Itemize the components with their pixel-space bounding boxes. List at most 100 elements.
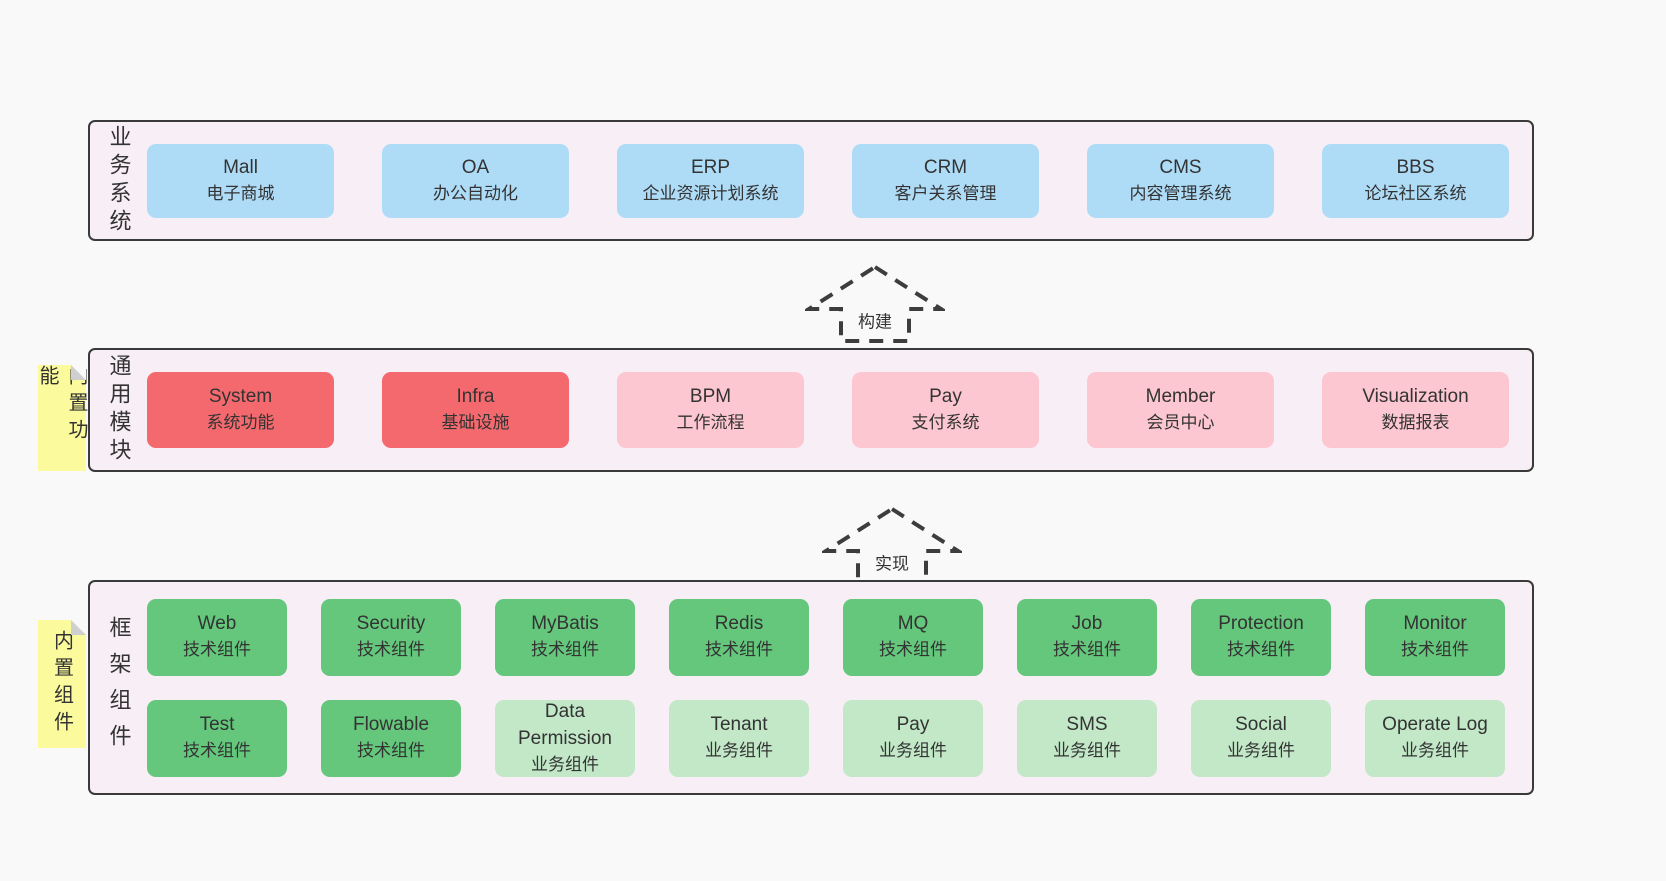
box-web: Web 技术组件 (147, 598, 287, 676)
component-row-2: Test 技术组件 Flowable 技术组件 Data Permission … (147, 699, 1505, 777)
band-common-modules-label: 通用模块 (106, 354, 132, 466)
box-monitor: Monitor 技术组件 (1365, 598, 1505, 676)
box-subtitle: 技术组件 (1227, 640, 1295, 660)
box-title: System (208, 386, 273, 408)
box-test: Test 技术组件 (147, 699, 287, 777)
box-title: OA (461, 156, 490, 178)
box-mybatis: MyBatis 技术组件 (495, 598, 635, 676)
box-title: Web (197, 613, 237, 635)
box-title: Security (356, 613, 426, 635)
box-subtitle: 办公自动化 (433, 183, 518, 203)
box-subtitle: 业务组件 (1053, 741, 1121, 761)
sticky-note-label: 内置功能 (36, 365, 87, 446)
box-system: System 系统功能 (147, 372, 334, 448)
box-subtitle: 技术组件 (183, 640, 251, 660)
box-title: Job (1071, 613, 1103, 635)
box-title: Tenant (710, 714, 768, 736)
box-title: Data Permission (518, 700, 612, 749)
box-title: Visualization (1362, 386, 1469, 408)
sticky-note-builtin-components: 内置组件 (38, 620, 86, 748)
box-subtitle: 电子商城 (206, 183, 275, 203)
box-title: Infra (456, 386, 495, 408)
box-title: Redis (714, 613, 764, 635)
band-business-systems-row: Mall 电子商城 OA 办公自动化 ERP 企业资源计划系统 CRM 客户关系… (147, 122, 1532, 239)
box-subtitle: 工作流程 (676, 413, 745, 433)
box-protection: Protection 技术组件 (1191, 598, 1331, 676)
band-framework-components: 框架组件 Web 技术组件 Security 技术组件 MyBatis 技术组件… (88, 580, 1534, 795)
band-framework-components-grid: Web 技术组件 Security 技术组件 MyBatis 技术组件 Redi… (147, 582, 1532, 793)
box-title: Operate Log (1382, 714, 1488, 736)
box-subtitle: 企业资源计划系统 (642, 183, 779, 203)
box-subtitle: 技术组件 (357, 640, 425, 660)
sticky-note-builtin-features: 内置功能 (36, 365, 87, 471)
box-subtitle: 会员中心 (1146, 413, 1215, 433)
dashed-up-arrow-icon (805, 264, 945, 343)
box-title: Test (199, 714, 235, 736)
sticky-note-label: 内置组件 (50, 630, 73, 738)
box-title: MyBatis (531, 613, 599, 635)
band-framework-components-label: 框架组件 (106, 615, 132, 760)
implement-arrow-label: 实现 (872, 548, 912, 576)
box-title: Social (1235, 714, 1287, 736)
box-subtitle: 技术组件 (705, 640, 773, 660)
box-subtitle: 技术组件 (879, 640, 947, 660)
box-subtitle: 业务组件 (1227, 741, 1295, 761)
box-title: Pay (896, 714, 930, 736)
box-member: Member 会员中心 (1087, 372, 1274, 448)
box-flowable: Flowable 技术组件 (321, 699, 461, 777)
box-data-permission: Data Permission 业务组件 (495, 699, 635, 777)
box-subtitle: 支付系统 (911, 413, 980, 433)
box-subtitle: 技术组件 (183, 741, 251, 761)
box-subtitle: 系统功能 (206, 413, 275, 433)
box-title: Monitor (1403, 613, 1467, 635)
box-subtitle: 客户关系管理 (894, 183, 997, 203)
box-title: Pay (929, 386, 962, 408)
box-subtitle: 业务组件 (531, 754, 599, 774)
box-oa: OA 办公自动化 (382, 143, 569, 218)
implement-arrow: 实现 (822, 505, 962, 585)
box-pay-component: Pay 业务组件 (843, 699, 983, 777)
box-title: SMS (1066, 714, 1108, 736)
box-sms: SMS 业务组件 (1017, 699, 1157, 777)
box-bpm: BPM 工作流程 (617, 372, 804, 448)
box-social: Social 业务组件 (1191, 699, 1331, 777)
box-erp: ERP 企业资源计划系统 (617, 143, 804, 218)
box-subtitle: 业务组件 (879, 741, 947, 761)
box-subtitle: 业务组件 (1401, 741, 1469, 761)
box-title: Member (1145, 386, 1216, 408)
band-common-modules: 通用模块 System 系统功能 Infra 基础设施 BPM 工作流程 Pay… (88, 348, 1534, 472)
box-title: ERP (690, 156, 731, 178)
box-title: BPM (689, 386, 732, 408)
build-arrow-label: 构建 (855, 306, 895, 334)
box-title: MQ (897, 613, 929, 635)
box-subtitle: 基础设施 (441, 413, 510, 433)
box-security: Security 技术组件 (321, 598, 461, 676)
component-row-1: Web 技术组件 Security 技术组件 MyBatis 技术组件 Redi… (147, 598, 1505, 676)
box-title: Mall (223, 156, 258, 178)
box-subtitle: 技术组件 (1053, 640, 1121, 660)
box-bbs: BBS 论坛社区系统 (1322, 143, 1509, 218)
box-title: CRM (923, 156, 968, 178)
box-mall: Mall 电子商城 (147, 143, 334, 218)
box-title: BBS (1396, 156, 1435, 178)
box-subtitle: 内容管理系统 (1129, 183, 1232, 203)
box-operate-log: Operate Log 业务组件 (1365, 699, 1505, 777)
box-subtitle: 技术组件 (357, 741, 425, 761)
box-visualization: Visualization 数据报表 (1322, 372, 1509, 448)
box-title: Protection (1218, 613, 1304, 635)
box-cms: CMS 内容管理系统 (1087, 143, 1274, 218)
band-business-systems-label: 业务系统 (106, 124, 132, 237)
band-common-modules-row: System 系统功能 Infra 基础设施 BPM 工作流程 Pay 支付系统… (147, 350, 1532, 470)
box-subtitle: 数据报表 (1381, 413, 1450, 433)
box-mq: MQ 技术组件 (843, 598, 983, 676)
band-business-systems: 业务系统 Mall 电子商城 OA 办公自动化 ERP 企业资源计划系统 CRM… (88, 120, 1534, 241)
box-infra: Infra 基础设施 (382, 372, 569, 448)
box-tenant: Tenant 业务组件 (669, 699, 809, 777)
box-subtitle: 技术组件 (531, 640, 599, 660)
box-title: Flowable (352, 714, 430, 736)
box-job: Job 技术组件 (1017, 598, 1157, 676)
box-redis: Redis 技术组件 (669, 598, 809, 676)
box-title: CMS (1159, 156, 1202, 178)
build-arrow: 构建 (805, 263, 945, 343)
